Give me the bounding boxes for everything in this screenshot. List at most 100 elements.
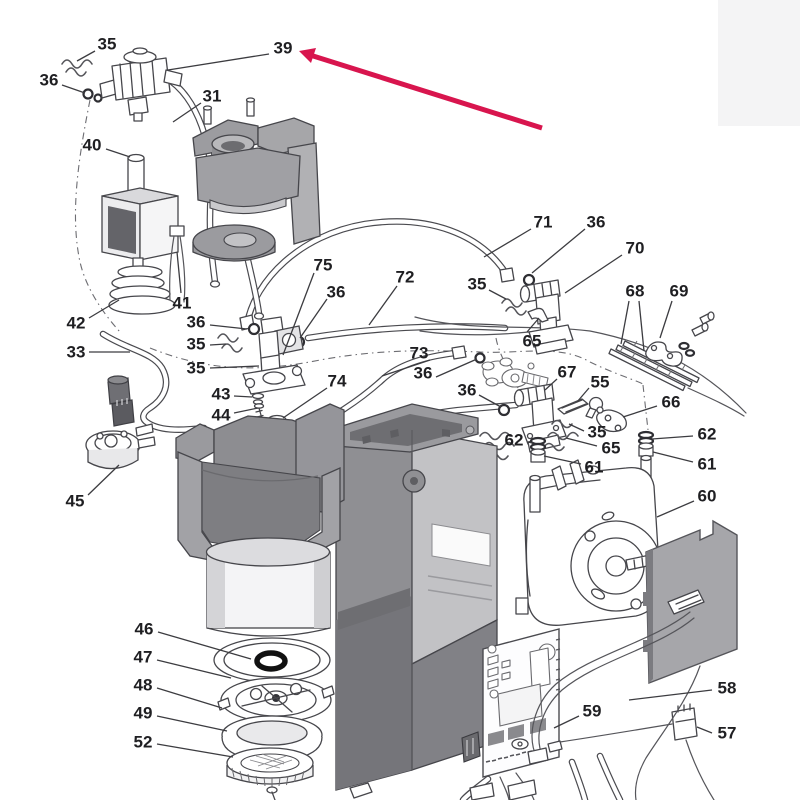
part-number-text: 46 <box>135 620 154 639</box>
wires-41 <box>169 225 186 303</box>
leader-line <box>176 251 182 294</box>
main-housing <box>175 403 498 791</box>
part-number-text: 39 <box>274 39 293 58</box>
part-number-text: 31 <box>203 87 222 106</box>
part-label-71: 71 <box>483 213 553 258</box>
part-number-text: 52 <box>134 733 153 752</box>
hose-71 <box>239 218 536 331</box>
part-label-43: 43 <box>212 385 253 404</box>
part-number-text: 61 <box>698 455 717 474</box>
part-label-35: 35 <box>568 423 606 442</box>
part-number-text: 70 <box>626 239 645 258</box>
hose-71-fitting <box>499 267 515 283</box>
steam-valve-assembly <box>61 47 183 122</box>
flowmeter-45 <box>85 375 156 470</box>
part-label-58: 58 <box>628 679 736 701</box>
part-number-text: 41 <box>173 294 192 313</box>
leader-line <box>282 387 328 419</box>
part-number-text: 59 <box>583 702 602 721</box>
bracket-65 <box>527 307 549 323</box>
o-ring-36-elbow67 <box>497 403 511 417</box>
callout-arrow-head <box>299 48 316 63</box>
o-ring-36-hose73 <box>474 352 486 364</box>
part-number-text: 42 <box>67 314 86 333</box>
leader-line <box>435 358 478 378</box>
leader-line <box>88 299 120 319</box>
part-label-62: 62 <box>651 425 717 444</box>
part-number-text: 40 <box>83 136 102 155</box>
leader-line <box>156 743 234 758</box>
part-label-48: 48 <box>134 676 223 709</box>
part-number-text: 36 <box>414 364 433 383</box>
part-label-36: 36 <box>187 313 248 332</box>
corner-tint <box>718 0 800 126</box>
part-label-36: 36 <box>414 358 478 383</box>
leader-line <box>568 423 585 432</box>
part-label-40: 40 <box>83 136 131 158</box>
leader-line <box>531 228 586 274</box>
leader-line <box>61 84 86 94</box>
part-number-text: 71 <box>534 213 553 232</box>
part-label-42: 42 <box>67 299 120 333</box>
hose-72 <box>304 323 509 342</box>
part-label-59: 59 <box>553 702 602 729</box>
leader-line <box>526 441 534 444</box>
part-label-52: 52 <box>134 733 234 758</box>
leader-line <box>576 387 590 403</box>
leader-line <box>483 228 532 258</box>
part-label-46: 46 <box>135 620 252 660</box>
part-number-text: 61 <box>585 458 604 477</box>
part-label-45: 45 <box>66 464 120 511</box>
part-number-text: 48 <box>134 676 153 695</box>
leader-line <box>157 631 252 660</box>
washer-43 <box>251 392 265 400</box>
part-number-text: 45 <box>66 492 85 511</box>
part-number-text: 66 <box>662 393 681 412</box>
part-label-36: 36 <box>299 283 345 339</box>
part-label-47: 47 <box>134 648 232 679</box>
part-number-text: 65 <box>602 439 621 458</box>
part-number-text: 67 <box>558 363 577 382</box>
stack-62-61-left <box>529 436 547 463</box>
part-label-35: 35 <box>187 359 260 378</box>
leader-line <box>156 659 232 679</box>
part-number-text: 49 <box>134 704 153 723</box>
part-number-text: 36 <box>587 213 606 232</box>
part-number-text: 62 <box>505 431 524 450</box>
leader-line <box>543 455 582 465</box>
part-label-68: 68 <box>620 282 645 352</box>
leader-line <box>282 272 315 356</box>
brew-stack <box>213 637 373 800</box>
part-number-text: 73 <box>410 344 429 363</box>
part-number-text: 35 <box>187 359 206 378</box>
part-number-text: 35 <box>98 35 117 54</box>
part-label-49: 49 <box>134 704 228 732</box>
clamp-66 <box>596 406 627 433</box>
part-label-62: 62 <box>505 431 534 450</box>
leader-line <box>233 407 259 414</box>
part-label-35: 35 <box>187 335 227 354</box>
part-number-text: 36 <box>458 381 477 400</box>
o-ring-36-left <box>247 322 261 336</box>
part-label-70: 70 <box>564 239 645 294</box>
part-label-35: 35 <box>468 275 507 300</box>
leader-line <box>76 50 96 62</box>
part-label-69: 69 <box>659 282 688 339</box>
control-board-59 <box>482 628 561 778</box>
part-number-text: 72 <box>396 268 415 287</box>
leader-line <box>209 324 248 330</box>
part-number-text: 62 <box>698 425 717 444</box>
heater-cylinder <box>205 537 331 637</box>
leader-line <box>659 300 673 339</box>
shower-plate-48 <box>217 677 335 723</box>
part-label-36: 36 <box>458 381 502 408</box>
pump-front-panel <box>108 206 136 254</box>
part-number-text: 35 <box>468 275 487 294</box>
vibration-pump-40 <box>101 153 179 276</box>
ring-46 <box>213 637 331 683</box>
flowmeter-connector <box>111 399 135 427</box>
leader-line <box>564 254 623 294</box>
part-label-36: 36 <box>40 71 86 94</box>
